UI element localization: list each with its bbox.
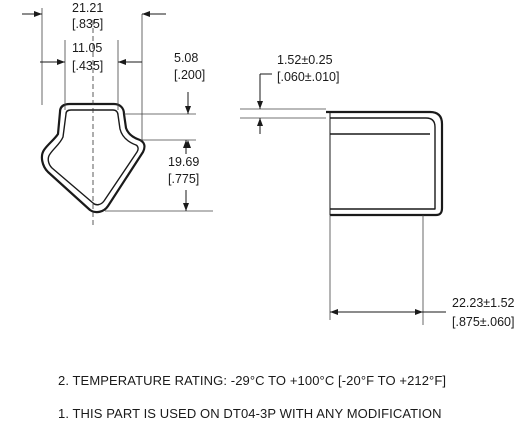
inner-width-arrow-right (118, 59, 126, 65)
length-metric: 22.23±1.52 (452, 296, 515, 310)
side-inner-profile (330, 117, 436, 210)
inner-width-arrow-left (57, 59, 65, 65)
body-height-imperial: [.775] (168, 172, 199, 186)
top-height-imperial: [.200] (174, 68, 205, 82)
wedge-inner-profile (47, 109, 139, 206)
overall-width-arrow-right (142, 11, 150, 17)
top-height-metric: 5.08 (174, 51, 198, 65)
body-height-arrow-top (183, 140, 189, 148)
overall-width-metric: 21.21 (72, 1, 103, 15)
wall-thickness-arrow-bottom (257, 118, 263, 126)
side-outer-profile (326, 110, 444, 217)
wall-thickness-imperial: [.060±.010] (277, 70, 339, 84)
length-arrow-left (330, 309, 338, 315)
note-part-usage: 1. THIS PART IS USED ON DT04-3P WITH ANY… (58, 406, 442, 421)
front-view: 21.21 [.835] 11.05 [.435] 5.08 [.200] 19… (22, 1, 213, 225)
body-height-arrow-bottom (183, 203, 189, 211)
wedge-outer-profile (40, 102, 146, 214)
note-temperature-rating: 2. TEMPERATURE RATING: -29°C TO +100°C [… (58, 373, 447, 388)
top-height-arrow-top (185, 106, 191, 114)
side-view: 1.52±0.25 [.060±.010] 22.23±1.52 [.875±.… (240, 53, 515, 329)
overall-width-imperial: [.835] (72, 17, 103, 31)
wall-thickness-metric: 1.52±0.25 (277, 53, 333, 67)
body-height-metric: 19.69 (168, 155, 199, 169)
length-arrow-right (415, 309, 423, 315)
overall-width-arrow-left (34, 11, 42, 17)
inner-width-metric: 11.05 (72, 41, 102, 55)
wall-thickness-arrow-top (257, 101, 263, 109)
length-imperial: [.875±.060] (452, 315, 514, 329)
inner-width-imperial: [.435] (72, 59, 103, 73)
